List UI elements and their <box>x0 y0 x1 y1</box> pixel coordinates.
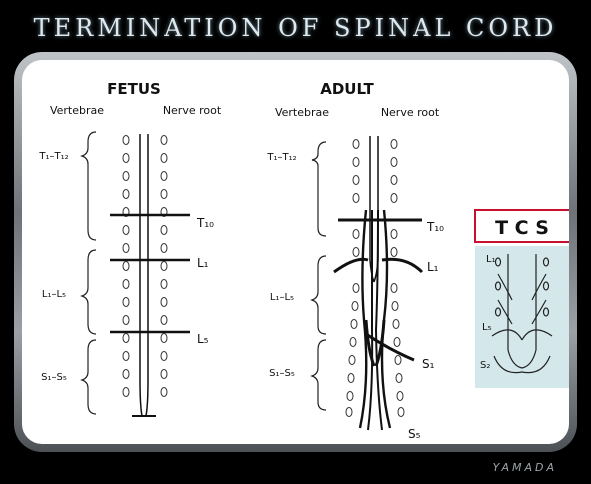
fetus-root-lines <box>110 215 190 332</box>
fetus-group-thoracic: T₁–T₁₂ <box>38 151 68 162</box>
adult-brackets <box>312 142 326 410</box>
tcs-label-l1: L₁ <box>486 254 496 265</box>
tcs-label-s2: S₂ <box>480 360 490 371</box>
adult-heading: ADULT <box>320 80 374 98</box>
fetus-vertebrae-label: Vertebrae <box>50 104 104 117</box>
fetus-heading: FETUS <box>107 80 161 98</box>
diagram-panel: FETUS Vertebrae Nerve root T₁–T₁₂ L₁–L₅ … <box>22 60 569 444</box>
adult-spinal-cord <box>360 136 390 430</box>
adult-group-lumbar: L₁–L₅ <box>270 292 294 303</box>
adult-group-sacral: S₁–S₅ <box>269 368 295 379</box>
slide-title: TERMINATION OF SPINAL CORD <box>0 14 591 42</box>
fetus-root-l1: L₁ <box>197 256 209 270</box>
credit-label: YAMADA <box>493 461 557 474</box>
fetus-brackets <box>82 132 96 414</box>
fetus-spinal-cord <box>132 134 156 416</box>
fetus-vertebrae <box>123 136 167 397</box>
tcs-label: T C S <box>495 217 549 239</box>
adult-nerve-root-label: Nerve root <box>381 106 440 119</box>
adult-root-s5: S₅ <box>408 427 421 441</box>
fetus-root-t10: T₁₀ <box>196 216 214 230</box>
fetus-group-lumbar: L₁–L₅ <box>42 289 66 300</box>
adult-root-t10: T₁₀ <box>426 220 444 234</box>
adult-root-s1: S₁ <box>422 357 435 371</box>
tcs-label-l5: L₅ <box>482 322 492 333</box>
fetus-nerve-root-label: Nerve root <box>163 104 222 117</box>
adult-group-thoracic: T₁–T₁₂ <box>266 152 296 163</box>
spinal-cord-diagram: FETUS Vertebrae Nerve root T₁–T₁₂ L₁–L₅ … <box>22 60 569 444</box>
fetus-group-sacral: S₁–S₅ <box>41 372 67 383</box>
adult-vertebrae-label: Vertebrae <box>275 106 329 119</box>
fetus-root-l5: L₅ <box>197 332 209 346</box>
adult-root-l1: L₁ <box>427 260 439 274</box>
